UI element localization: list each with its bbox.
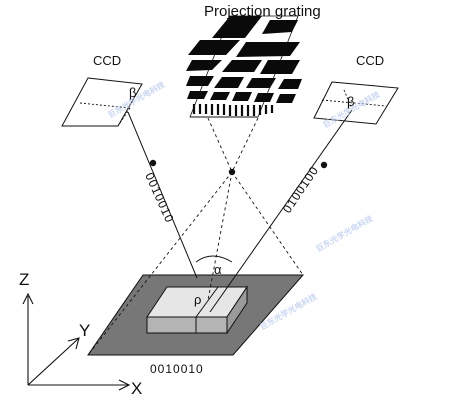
z-axis-label: Z: [19, 270, 29, 289]
alpha-label: α: [214, 262, 222, 277]
projection-cone: [87, 117, 304, 356]
beta-left-label: β: [129, 85, 136, 100]
ccd-left-dashed-axis: [79, 102, 131, 109]
alpha-angle-arc: [195, 255, 233, 263]
block-side-face: [226, 285, 248, 335]
base-code: 0010010: [150, 362, 204, 376]
ccd-right-plane: [313, 81, 399, 125]
x-axis-label: X: [131, 379, 142, 398]
projection-grating: [186, 15, 302, 118]
right-optical-beam: [209, 109, 353, 313]
left-lens-point: [149, 159, 157, 167]
left-optical-beam: [127, 111, 198, 279]
block-front-face: [146, 316, 228, 334]
y-axis-label: Y: [79, 321, 90, 340]
right-beam-code: 0100100: [280, 163, 322, 215]
ccd-left-label: CCD: [93, 53, 121, 68]
right-lens-point: [320, 161, 328, 169]
beta-right-label: β: [347, 94, 354, 109]
grating-focus-point: [228, 168, 236, 176]
ccd-right-dashed-ray: [343, 89, 353, 110]
coordinate-axes: [22, 292, 131, 391]
left-beam-code: 0010010: [142, 171, 177, 226]
watermark-mid: 巨东光学光电科技: [314, 213, 375, 254]
ccd-right-label: CCD: [356, 53, 384, 68]
ccd-right-dashed-axis: [321, 99, 387, 107]
rho-label: ρ: [194, 292, 201, 307]
block-stripe-top: [195, 286, 219, 318]
projection-grating-label: Projection grating: [204, 3, 321, 20]
